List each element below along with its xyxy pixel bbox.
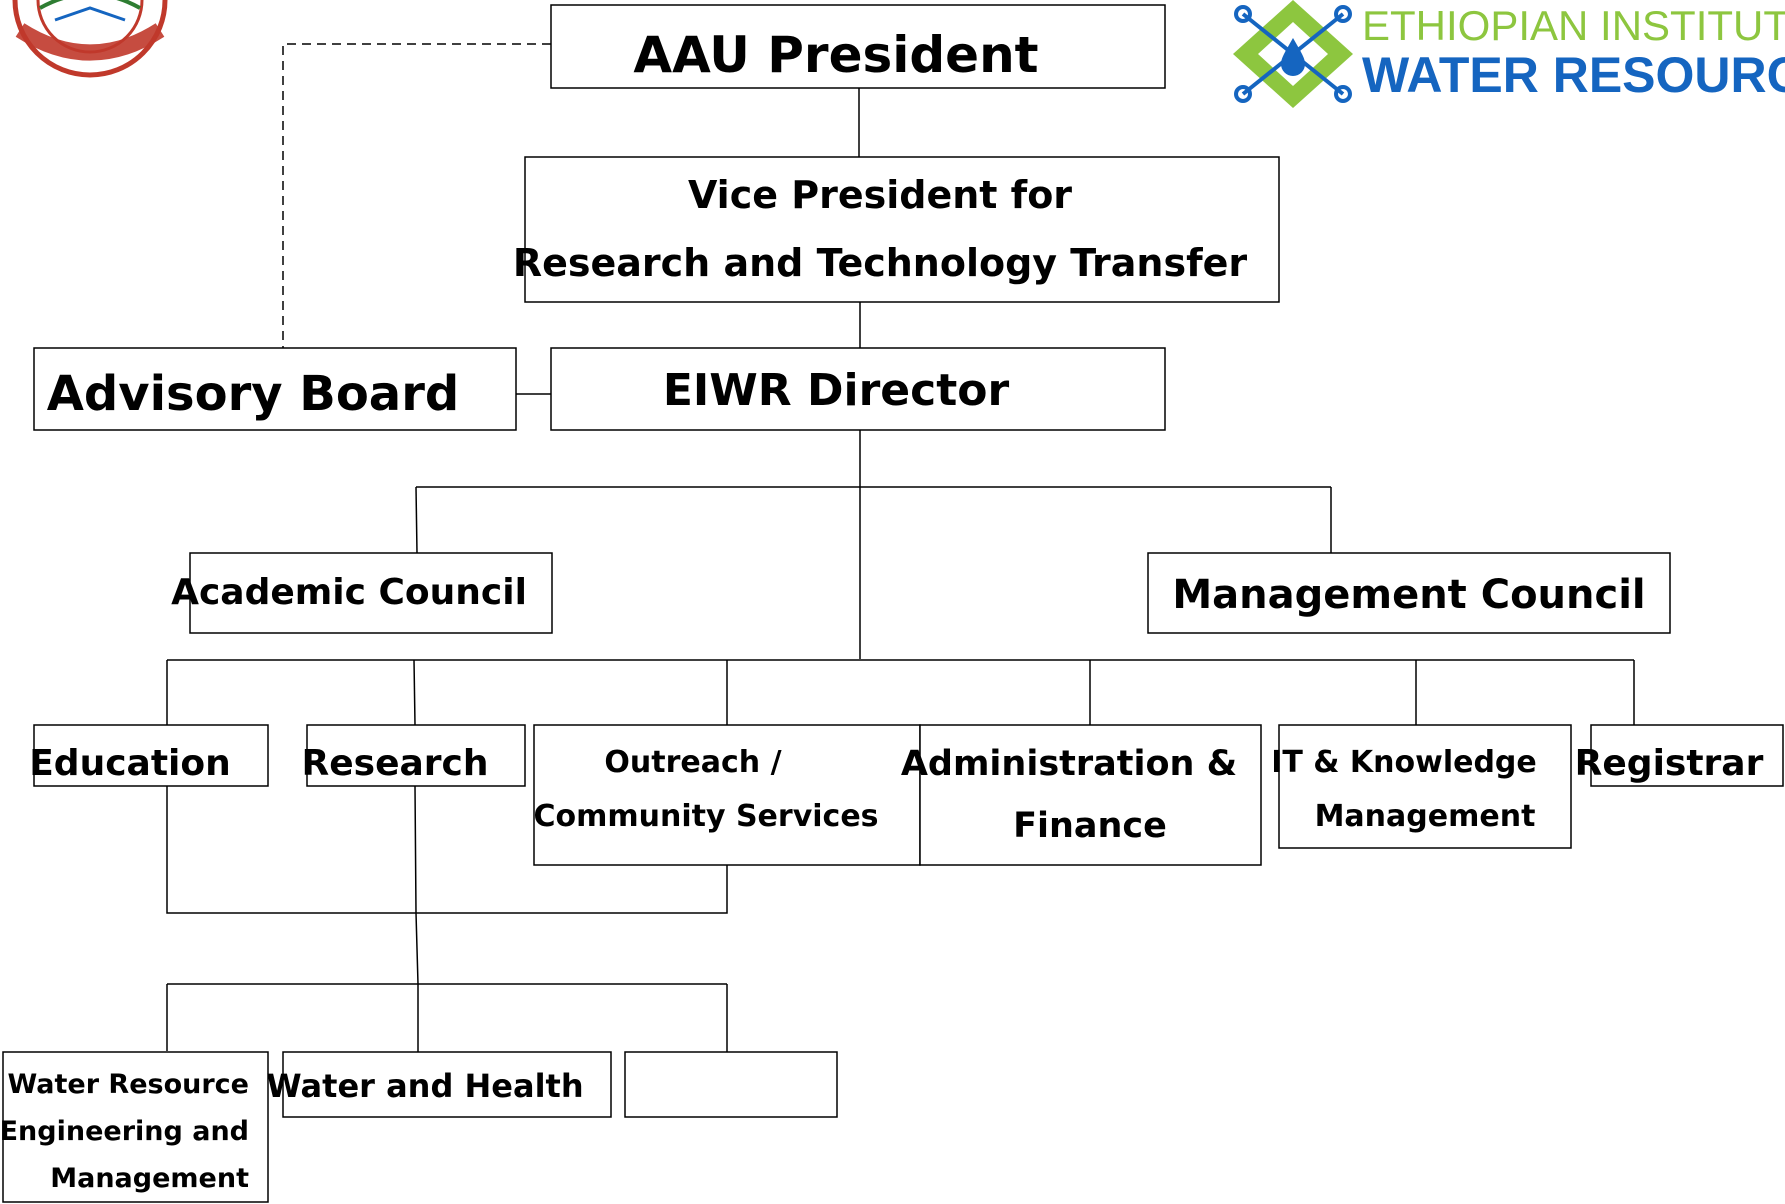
admin-finance-label-line2: Finance (1013, 806, 1167, 846)
management-council-label: Management Council (1172, 572, 1645, 618)
eiwr-diamond-icon (1233, 0, 1353, 108)
advisory-board-box (33, 347, 517, 431)
it-knowledge-label-line1: IT & Knowledge (1271, 745, 1537, 780)
water-health-box (282, 1051, 612, 1118)
research-label: Research (302, 743, 489, 784)
research-box (306, 724, 526, 787)
advisory-board-label: Advisory Board (47, 366, 459, 422)
water-resource-eng-label-line2: Engineering and (0, 1116, 249, 1147)
eiwr-director-box (550, 347, 1166, 431)
connectors (166, 43, 1635, 1052)
water-resource-eng-box (2, 1051, 269, 1203)
education-label: Education (29, 743, 231, 784)
outreach-label-line2: Community Services (533, 799, 878, 834)
water-resource-eng-label-line1: Water Resource (7, 1069, 249, 1100)
management-council-box (1147, 552, 1671, 634)
eiwr-logo-line2: WATER RESOURCE (1362, 47, 1785, 103)
vice-president-box (524, 156, 1280, 303)
aau-president-box (550, 4, 1166, 89)
vice-president-label-line1: Vice President for (688, 173, 1072, 217)
it-knowledge-label-line2: Management (1315, 799, 1536, 834)
admin-finance-box (919, 724, 1262, 866)
academic-council-box (189, 552, 553, 634)
eiwr-logo-line1: ETHIOPIAN INSTITUTE O (1362, 2, 1785, 49)
aau-president-label: AAU President (633, 26, 1038, 84)
education-box (33, 724, 269, 787)
registrar-box (1590, 724, 1784, 787)
registrar-label: Registrar (1575, 743, 1764, 784)
admin-finance-label-line1: Administration & (901, 744, 1237, 784)
water-health-label: Water and Health (266, 1067, 583, 1105)
eiwr-director-label: EIWR Director (663, 365, 1010, 416)
water-resource-eng-label-line3: Management (50, 1163, 249, 1194)
outreach-box (533, 724, 921, 866)
outreach-label-line1: Outreach / (604, 745, 781, 780)
vice-president-label-line2: Research and Technology Transfer (513, 241, 1248, 285)
it-knowledge-box (1278, 724, 1572, 849)
aau-seal-icon (12, 0, 168, 78)
unnamed-unit-box (624, 1051, 838, 1118)
academic-council-label: Academic Council (171, 572, 527, 613)
